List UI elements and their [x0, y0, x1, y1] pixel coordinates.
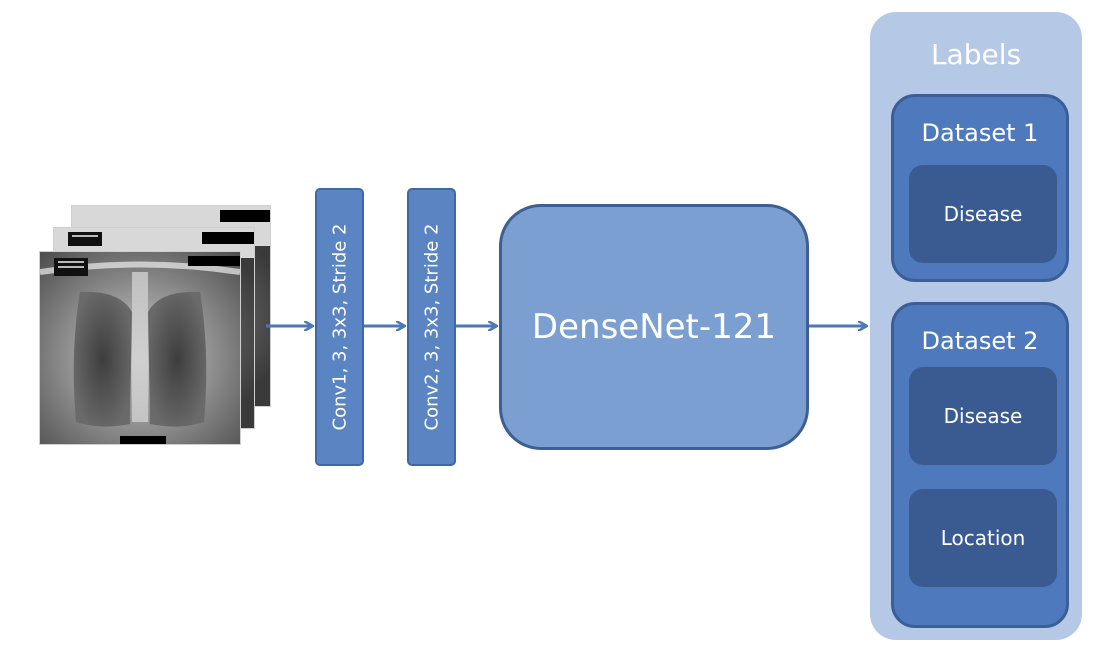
dataset-2-disease-label: Disease: [909, 367, 1057, 465]
densenet-label: DenseNet-121: [531, 307, 777, 347]
dataset-2-group: Dataset 2 Disease Location: [891, 302, 1069, 628]
densenet-block: DenseNet-121: [499, 204, 809, 450]
xray-svg-front: [40, 252, 240, 444]
labels-title: Labels: [930, 38, 1022, 71]
conv1-label: Conv1, 3, 3x3, Stride 2: [329, 223, 350, 431]
conv2-label: Conv2, 3, 3x3, Stride 2: [421, 223, 442, 431]
xray-marker-front: [188, 256, 240, 266]
dataset-1-title: Dataset 1: [921, 119, 1039, 147]
dataset-1-disease-label: Disease: [909, 165, 1057, 263]
xray-marker-bottom: [120, 436, 166, 444]
xray-tag-middle: [68, 232, 102, 246]
xray-marker-back: [220, 210, 270, 222]
xray-marker-middle: [202, 232, 254, 244]
labels-panel: Labels Dataset 1 Disease Dataset 2 Disea…: [870, 12, 1082, 640]
conv2-layer: Conv2, 3, 3x3, Stride 2: [407, 188, 456, 466]
xray-image-front: [40, 252, 240, 444]
dataset-2-title: Dataset 2: [921, 327, 1039, 355]
chest-xray-stack-icon: [36, 200, 276, 450]
xray-tag-front: [54, 258, 88, 276]
conv1-layer: Conv1, 3, 3x3, Stride 2: [315, 188, 364, 466]
dataset-2-location-label: Location: [909, 489, 1057, 587]
dataset-1-group: Dataset 1 Disease: [891, 94, 1069, 282]
